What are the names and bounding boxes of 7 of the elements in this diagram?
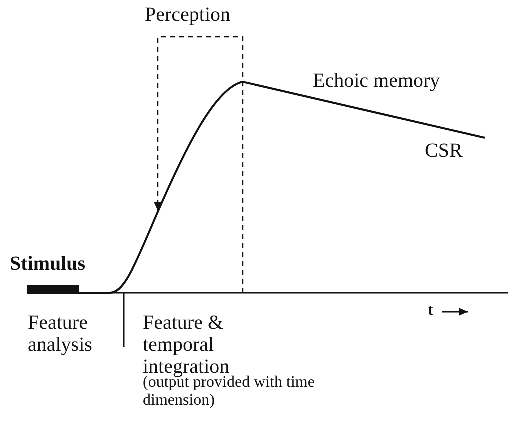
stage-label: Feature analysis xyxy=(28,312,94,356)
process-label: Perception xyxy=(145,4,232,26)
stage-label: Feature & temporal integration xyxy=(143,312,230,378)
stimulus-label: Stimulus xyxy=(10,253,87,275)
phase-label: Echoic memory xyxy=(313,70,442,92)
axis-label: t xyxy=(428,302,434,320)
phase-label: CSR xyxy=(425,140,464,162)
